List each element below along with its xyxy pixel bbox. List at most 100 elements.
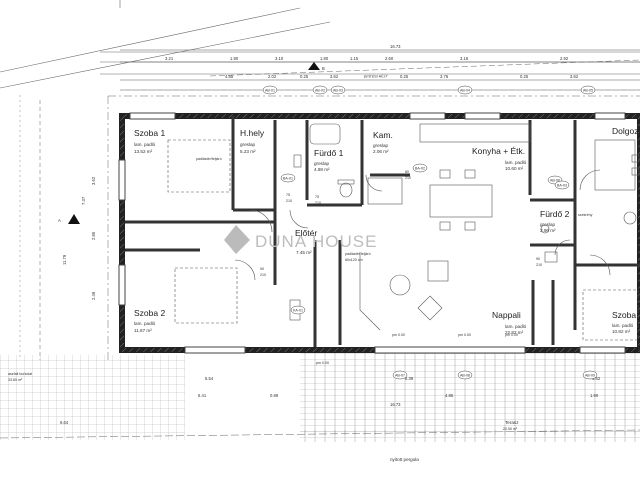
parapet-level-0: pm 0.00 [392,333,405,337]
door-size-5: 210 [405,176,411,180]
window-tag-5: AB-06 [550,178,560,182]
room-area: 4.88 m² [314,167,330,172]
terrace-area: 20.50 m² [503,427,518,431]
room-floor: lam. padló [505,324,527,329]
window-tag-8-bubble [582,370,598,380]
room-floor: greslap [373,143,389,148]
dim-left-0: 3.62 [91,176,96,185]
dim-top-r2-4: 0.25 [400,74,409,79]
door-size-7: 210 [536,263,542,267]
entry-door-tag-0: KA-01 [293,308,303,312]
building-zone-label: ÉPÍTÉSI HELY [364,73,389,79]
parapet-level-1: pm 0.00 [458,333,471,337]
room-floor: greslap [540,222,556,227]
window-tag-4-bubble [580,85,596,95]
room-hhely: H.hely greslap 5.23 m² [240,128,265,154]
room-area: 13.52 m² [134,149,153,154]
dim-top-total: 16.73 [390,44,401,49]
svg-text:A: A [58,218,61,223]
window-tag-6: AB-07 [395,373,405,377]
parapet-levels: pm 0.00 pm 0.00 pm 0.00 pm 0.00 [316,333,518,365]
room-name: Dolgozó [612,126,640,136]
room-name: Fürdő 2 [540,209,570,219]
window-tag-1: AB-02 [315,88,325,92]
dim-top-r1-7: 2.92 [560,56,569,61]
fixtures [167,123,640,341]
dim-top-r2-7: 3.62 [570,74,579,79]
room-szoba3: Szoba 3 lam. padló 10.82 m² [612,310,640,334]
door-swings [234,169,611,281]
room-area: 3.96 m² [540,228,556,233]
dim-left-4: 11.79 [62,254,67,265]
watermark-text: DUNA HOUSE [255,232,377,251]
dim-top-r2-3: 3.62 [330,74,339,79]
dimension-lines-top [120,49,640,91]
pergola-decking [300,430,640,442]
room-floor: lam. padló [505,160,527,165]
dim-bottom-row2: 6.41 0.89 4.85 1.90 [198,393,599,398]
room-eloter: Előtér 7.45 m² [295,228,317,255]
room-dolgozo: Dolgozó [612,126,640,136]
dim-bottom-r2-3: 1.90 [590,393,599,398]
section-marker-a: A [58,214,80,224]
window-tag-4: AB-05 [583,88,593,92]
dim-left-2: 2.49 [91,291,96,300]
dim-bottom-r2-1: 0.89 [270,393,279,398]
door-size-6: 90 [536,257,540,261]
terrace-name: Terasz [505,420,519,425]
parapet-level-3: pm 0.00 [316,361,329,365]
door-size-2: 75 [315,195,319,199]
pergola-label: nyitott pergola [390,457,419,462]
parapet-level-2: pm 0.00 [505,333,518,337]
door-tag-1: BA-02 [415,166,425,170]
room-area: 5.23 m² [240,149,256,154]
dim-top-r2-2: 0.25 [300,74,309,79]
window-tag-0-bubble [262,85,278,95]
room-szoba2: Szoba 2 lam. padló 11.87 m² [134,308,165,333]
room-floor: greslap [314,161,330,166]
door-size-4: 80 [405,170,409,174]
dim-bottom-r2-2: 4.85 [445,393,454,398]
room-name: Fürdő 1 [314,148,344,158]
room-area: 2.06 m² [373,149,389,154]
dim-top-r1-0: 3.21 [165,56,174,61]
parking-paving [0,355,185,440]
room-floor: lam. padló [612,323,634,328]
room-area: 10.82 m² [612,329,631,334]
dim-bottom-r1-0: 5.54 [205,376,214,381]
watermark: DUNA HOUSE [224,225,377,254]
entry-door-tag-0-bubble [290,305,306,315]
window-tag-7: AB-08 [460,373,470,377]
window-tag-0: AB-01 [265,88,275,92]
room-nappali: Nappali lam. padló 22.82 m² [492,310,527,335]
dim-top-r1-1: 1.90 [230,56,239,61]
room-name: Nappali [492,310,521,320]
door-tag-0: BA-01 [283,176,293,180]
window-tag-6-bubble [392,370,408,380]
door-tag-2-bubble [554,180,570,190]
room-area: 11.87 m² [134,328,152,333]
window-tag-3-bubble [457,85,473,95]
door-size-9: 210 [286,199,292,203]
room-name: Kam. [373,130,393,140]
room-name: Előtér [295,228,317,238]
door-size-0: 90 [260,267,264,271]
dim-bottom-left: 6.64 [60,420,69,425]
door-size-1: 210 [260,273,266,277]
door-tag-2: BA-03 [557,183,567,187]
attic-hatch-size: 60x120 cm [345,258,363,262]
room-konyha: Konyha + Étk. lam. padló 10.60 m² [472,146,527,171]
window-tag-1-bubble [312,85,328,95]
dim-bottom-r2-0: 6.41 [198,393,207,398]
dim-top-r1-3: 1.80 [320,56,329,61]
dim-bottom-total: 16.73 [390,402,401,407]
window-tag-3: AB-04 [460,88,470,92]
room-floor: lam. padló [134,321,156,326]
room-szoba1: Szoba 1 lam. padló 13.52 m² padlástér/fe… [134,128,222,161]
dim-top-r1-5: 2.60 [385,56,394,61]
